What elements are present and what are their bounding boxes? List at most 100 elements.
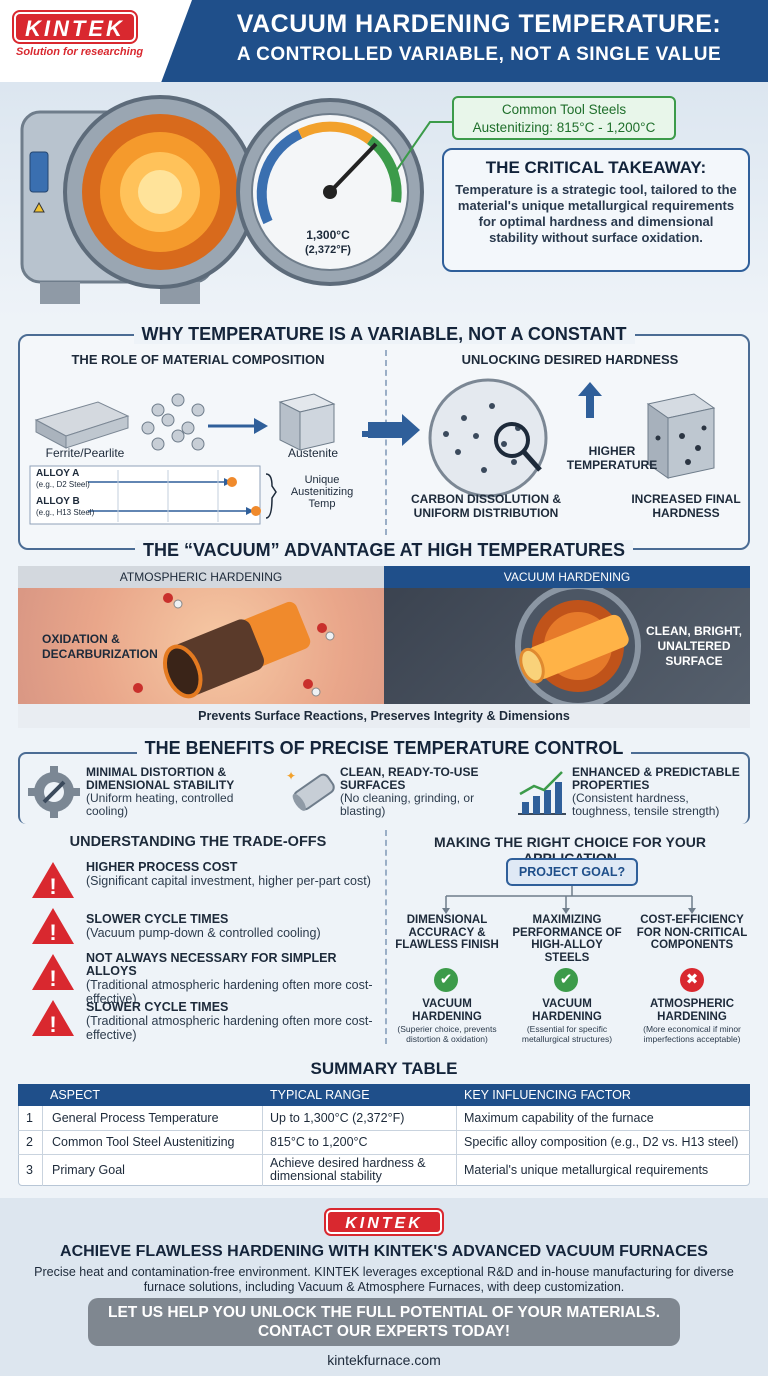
page-title: VACUUM HARDENING TEMPERATURE: — [236, 10, 722, 38]
option-title: MAXIMIZING PERFORMANCE OF HIGH-ALLOY STE… — [512, 914, 622, 964]
check-icon: ✔ — [434, 968, 458, 992]
warning-icon: ! — [32, 1000, 74, 1037]
gauge-value: 1,300°C — [306, 228, 350, 242]
austenite-label: Austenite — [287, 446, 339, 460]
callout-line2: Austenitizing: 815°C - 1,200°C — [472, 120, 656, 135]
takeaway-box: THE CRITICAL TAKEAWAY: Temperature is a … — [442, 148, 750, 272]
footer-title: ACHIEVE FLAWLESS HARDENING WITH KINTEK'S… — [60, 1243, 708, 1260]
table-cell: General Process Temperature — [52, 1111, 219, 1125]
option-note: (Superier choice, prevents distortion & … — [397, 1024, 497, 1044]
page-subtitle: A CONTROLLED VARIABLE, NOT A SINGLE VALU… — [236, 44, 722, 65]
table-cell: Maximum capability of the furnace — [464, 1111, 654, 1125]
choice-connectors — [442, 886, 696, 914]
benefit-item: CLEAN, READY-TO-USE SURFACES (No cleanin… — [340, 765, 479, 818]
clean-surface-label: CLEAN, BRIGHT, UNALTERED SURFACE — [646, 624, 742, 668]
warning-icon: ! — [32, 954, 74, 991]
kintek-logo[interactable]: KINTEK — [14, 12, 136, 42]
furnace-illustration — [20, 95, 424, 304]
hardness-heading: UNLOCKING DESIRED HARDNESS — [461, 352, 679, 367]
logo-tagline: Solution for researching — [16, 46, 144, 58]
hardness-diagram — [368, 378, 716, 498]
ferrite-label: Ferrite/Pearlite — [45, 446, 125, 460]
cta-line1: LET US HELP YOU UNLOCK THE FULL POTENTIA… — [108, 1304, 660, 1321]
takeaway-title: THE CRITICAL TAKEAWAY: — [485, 158, 707, 177]
takeaway-text: Temperature is a strategic tool, tailore… — [455, 182, 737, 245]
higher-temp-label: HIGHER TEMPERATURE — [566, 444, 658, 472]
row-number: 3 — [26, 1163, 33, 1177]
section-divider — [385, 830, 387, 1044]
callout-connector — [393, 121, 452, 175]
option-result: ATMOSPHERIC HARDENING — [649, 998, 735, 1023]
vacuum-heading: VACUUM HARDENING — [384, 566, 750, 588]
column-header: KEY INFLUENCING FACTOR — [464, 1088, 631, 1102]
warning-icon: ! — [32, 908, 74, 945]
benefit-item: ENHANCED & PREDICTABLE PROPERTIES (Consi… — [572, 765, 740, 818]
svg-text:!: ! — [49, 920, 56, 945]
alloy-b-label: ALLOY B(e.g., H13 Steel) — [36, 496, 95, 517]
tradeoff-item: NOT ALWAYS NECESSARY FOR SIMPLER ALLOYS … — [86, 951, 373, 1007]
row-number: 2 — [26, 1135, 33, 1149]
row-divider — [18, 1154, 750, 1155]
tradeoff-item: HIGHER PROCESS COST (Significant capital… — [86, 860, 371, 889]
option-title: COST-EFFICIENCY FOR NON-CRITICAL COMPONE… — [636, 914, 748, 951]
composition-diagram — [29, 393, 376, 525]
callout-line1: Common Tool Steels — [501, 102, 627, 117]
austenitizing-callout: Common Tool Steels Austenitizing: 815°C … — [452, 96, 676, 140]
unique-temp-label: Unique Austenitizing Temp — [290, 474, 354, 510]
oxidation-label: OXIDATION & DECARBURIZATION — [42, 632, 158, 661]
option-note: (Essential for specific metallurgical st… — [521, 1024, 613, 1044]
section-divider — [385, 350, 387, 535]
row-divider — [18, 1130, 750, 1131]
tradeoff-item: SLOWER CYCLE TIMES (Vacuum pump-down & c… — [86, 912, 321, 941]
contact-cta-button[interactable]: LET US HELP YOU UNLOCK THE FULL POTENTIA… — [88, 1298, 680, 1346]
column-header: ASPECT — [50, 1088, 101, 1102]
svg-text:!: ! — [49, 966, 56, 991]
why-title: WHY TEMPERATURE IS A VARIABLE, NOT A CON… — [0, 324, 768, 345]
summary-title: SUMMARY TABLE — [0, 1059, 768, 1079]
column-divider — [42, 1106, 43, 1186]
cta-line2: CONTACT OUR EXPERTS TODAY! — [257, 1323, 511, 1340]
table-cell: Specific alloy composition (e.g., D2 vs.… — [464, 1135, 739, 1149]
option-title: DIMENSIONAL ACCURACY & FLAWLESS FINISH — [395, 914, 499, 951]
tradeoff-item: SLOWER CYCLE TIMES (Traditional atmosphe… — [86, 1000, 373, 1043]
table-cell: Achieve desired hardness & dimensional s… — [270, 1156, 426, 1183]
cross-icon: ✖ — [680, 968, 704, 992]
table-cell: Material's unique metallurgical requirem… — [464, 1163, 709, 1177]
tradeoffs-title: UNDERSTANDING THE TRADE-OFFS — [69, 834, 327, 850]
carbon-label: CARBON DISSOLUTION & UNIFORM DISTRIBUTIO… — [411, 492, 561, 520]
option-note: (More economical if minor imperfections … — [643, 1024, 741, 1044]
table-cell: Up to 1,300°C (2,372°F) — [270, 1111, 405, 1125]
shiny-tube-icon: ✦ — [286, 769, 335, 811]
alloy-a-label: ALLOY A(e.g., D2 Steel) — [36, 468, 90, 489]
table-cell: 815°C to 1,200°C — [270, 1135, 368, 1149]
gauge-value-f: (2,372°F) — [305, 244, 351, 256]
advantage-footer: Prevents Surface Reactions, Preserves In… — [18, 704, 750, 728]
footer-text: Precise heat and contamination-free envi… — [34, 1265, 734, 1294]
table-header — [18, 1084, 750, 1106]
growth-chart-icon — [518, 771, 566, 815]
website-link[interactable]: kintekfurnace.com — [327, 1352, 441, 1368]
column-header: TYPICAL RANGE — [270, 1088, 370, 1102]
svg-text:!: ! — [49, 874, 56, 899]
atmospheric-heading: ATMOSPHERIC HARDENING — [18, 566, 384, 588]
row-number: 1 — [26, 1111, 33, 1125]
column-divider — [262, 1106, 263, 1186]
benefit-item: MINIMAL DISTORTION & DIMENSIONAL STABILI… — [86, 765, 235, 818]
table-cell: Primary Goal — [52, 1163, 125, 1177]
project-goal-box: PROJECT GOAL? — [506, 858, 638, 886]
table-cell: Common Tool Steel Austenitizing — [52, 1135, 235, 1149]
advantage-illustration — [133, 588, 641, 704]
option-result: VACUUM HARDENING — [412, 998, 482, 1023]
gear-wrench-icon — [28, 766, 80, 818]
advantage-title: THE “VACUUM” ADVANTAGE AT HIGH TEMPERATU… — [0, 540, 768, 561]
composition-heading: THE ROLE OF MATERIAL COMPOSITION — [71, 352, 325, 367]
svg-text:✦: ✦ — [286, 769, 296, 783]
kintek-logo[interactable]: KINTEK — [326, 1210, 442, 1234]
svg-text:!: ! — [49, 1012, 56, 1037]
final-hardness-label: INCREASED FINAL HARDNESS — [631, 492, 741, 520]
column-divider — [456, 1106, 457, 1186]
benefits-title: THE BENEFITS OF PRECISE TEMPERATURE CONT… — [0, 738, 768, 759]
warning-icon: ! — [32, 862, 74, 899]
option-result: VACUUM HARDENING — [532, 998, 602, 1023]
check-icon: ✔ — [554, 968, 578, 992]
